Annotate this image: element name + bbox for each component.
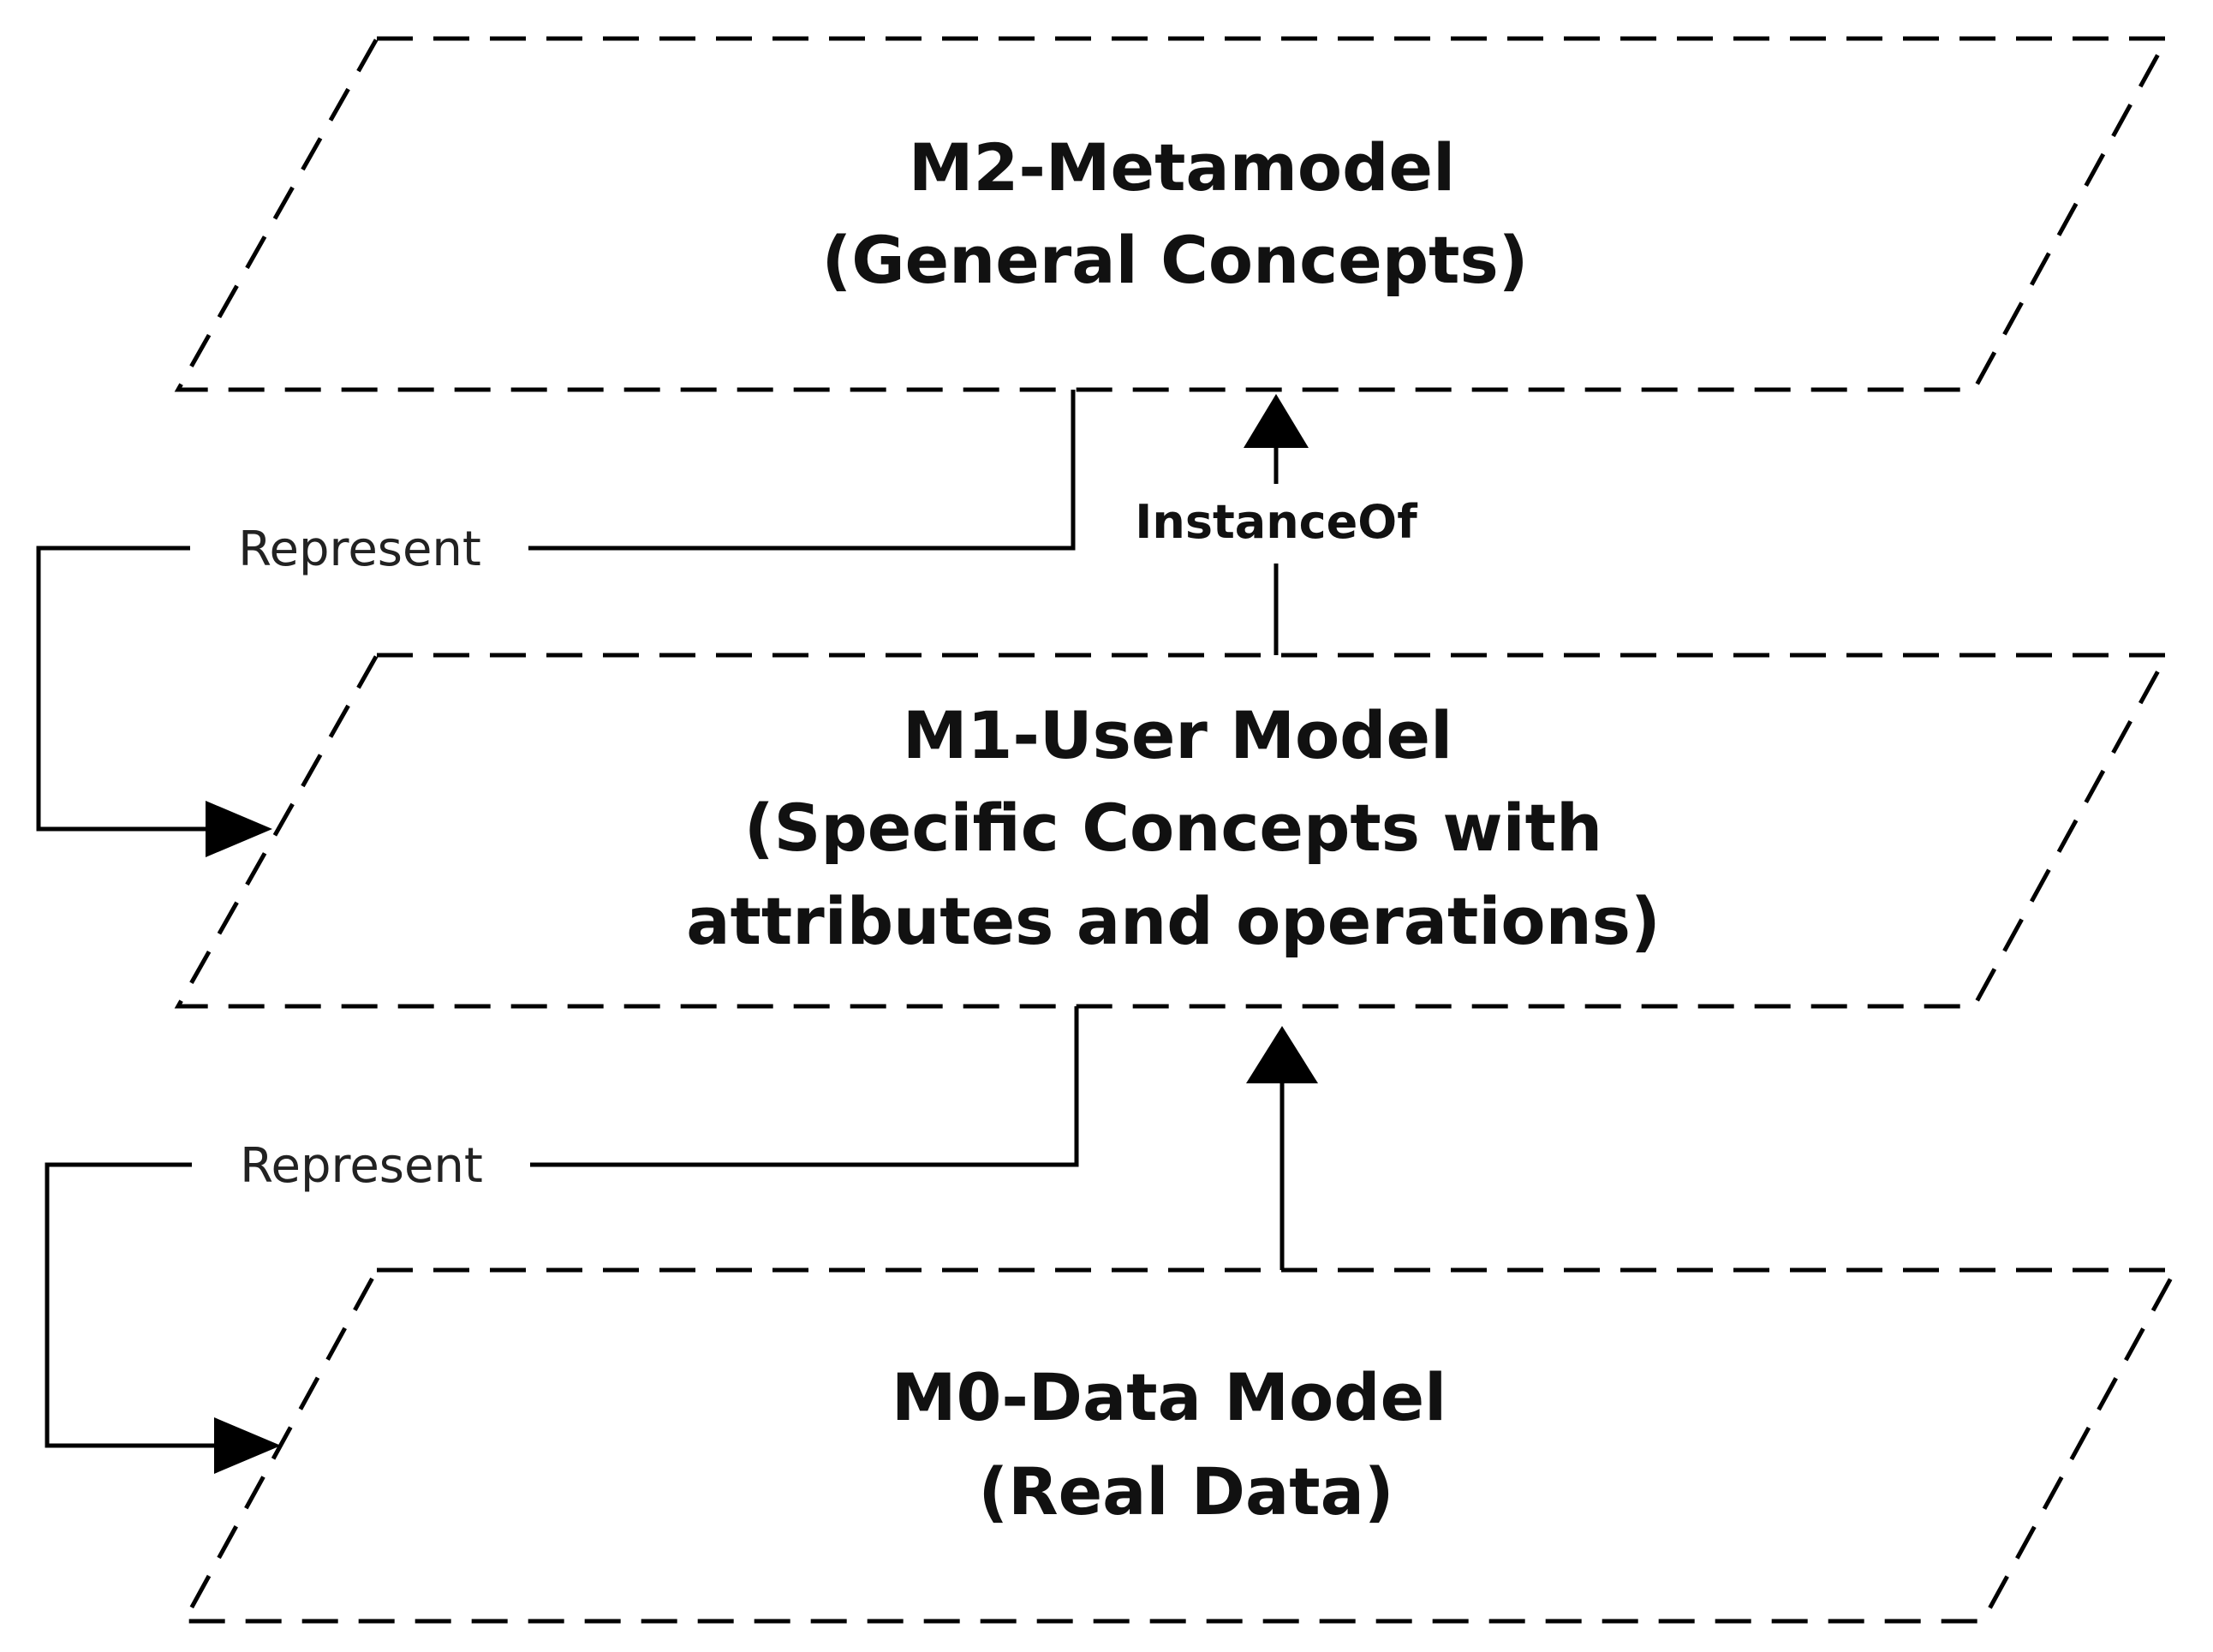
represent-m1-m0-arrowhead [214, 1417, 281, 1474]
m0-data-model-layer [180, 1267, 2180, 1624]
instanceof-m1-to-m2-connector: InstanceOf [1135, 394, 1417, 655]
instanceof-arrowhead [1244, 394, 1309, 448]
m2-metamodel-layer [174, 36, 2171, 392]
m2-description: (General Concepts) [822, 222, 1529, 298]
m2-layer-text: M2-Metamodel (General Concepts) [822, 129, 1529, 298]
represent-m2-m1-arrowhead [206, 801, 272, 857]
m1-title: M1-User Model [903, 697, 1452, 773]
instanceof-label: InstanceOf [1135, 495, 1417, 549]
represent-label-lower: Represent [240, 1138, 483, 1194]
m1-user-model-layer [174, 653, 2171, 1009]
represent-label-upper: Represent [238, 522, 481, 577]
m0-description: (Real Data) [978, 1453, 1393, 1530]
m0-title: M0-Data Model [892, 1359, 1447, 1435]
m0-to-m1-arrowhead [1246, 1026, 1318, 1083]
m0-layer-text: M0-Data Model (Real Data) [892, 1359, 1447, 1530]
instanceof-m0-to-m1-connector [1246, 1026, 1318, 1270]
represent-m1-to-m0-connector: Represent [45, 1006, 1079, 1474]
m1-description-line-2: attributes and operations) [686, 883, 1660, 959]
m1-layer-text: M1-User Model (Specific Concepts with at… [686, 697, 1660, 959]
m2-title: M2-Metamodel [909, 129, 1455, 206]
represent-m2-to-m1-connector: Represent [36, 390, 1076, 857]
m1-description-line-1: (Specific Concepts with [744, 790, 1602, 866]
